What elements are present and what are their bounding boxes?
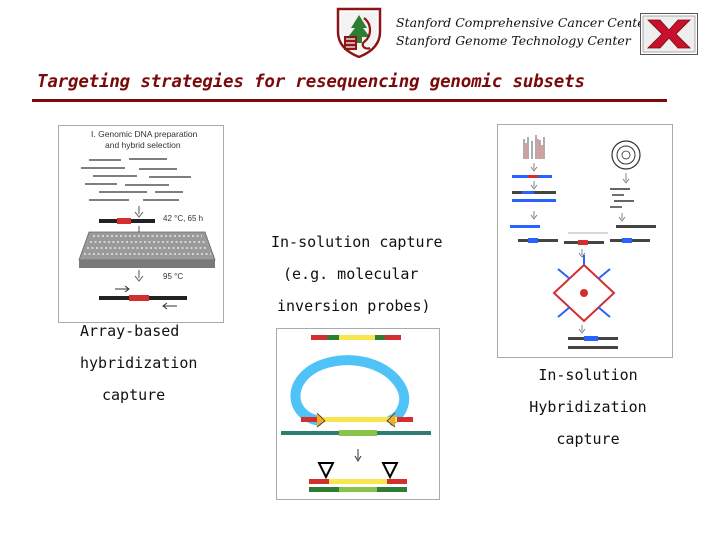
array-temp-2: 95 °C	[163, 272, 184, 281]
mip-figure	[276, 328, 440, 500]
title-divider	[32, 99, 667, 102]
hyb-label-line-3: capture	[556, 430, 620, 448]
array-label: Array-based hybridization capture	[80, 321, 198, 405]
array-heading-line-1: I. Genomic DNA preparation	[91, 129, 198, 139]
array-label-line-2: hybridization	[80, 354, 198, 372]
slide-title: Targeting strategies for resequencing ge…	[37, 72, 585, 92]
shield-icon	[336, 7, 382, 59]
mip-label-line-2: (e.g. molecular	[283, 265, 419, 283]
array-capture-diagram	[78, 158, 216, 310]
hyb-label: In-solution Hybridization capture	[528, 365, 648, 449]
solution-hyb-diagram	[510, 135, 656, 349]
mip-label: In-solution capture (e.g. molecular inve…	[269, 232, 445, 316]
x-logo	[640, 13, 698, 55]
array-heading-line-2: and hybrid selection	[105, 140, 181, 150]
array-label-line-1: Array-based	[80, 322, 180, 340]
array-capture-figure: I. Genomic DNA preparation and hybrid se…	[58, 125, 224, 323]
stanford-shield-logo	[334, 6, 384, 59]
mip-diagram	[281, 335, 431, 492]
array-figure-heading: I. Genomic DNA preparation and hybrid se…	[91, 129, 197, 151]
x-mark-icon	[640, 13, 698, 55]
hyb-label-line-2: Hybridization	[529, 398, 647, 416]
array-label-line-3: capture	[102, 386, 166, 404]
header-line-1: Stanford Comprehensive Cancer Center	[396, 15, 651, 30]
solution-hyb-figure	[497, 124, 673, 358]
mip-label-line-3: inversion probes)	[277, 297, 431, 315]
institution-header: Stanford Comprehensive Cancer Center Sta…	[396, 14, 651, 50]
mip-label-line-1: In-solution capture	[269, 232, 445, 252]
header-line-2: Stanford Genome Technology Center	[396, 33, 631, 48]
array-temp-1: 42 °C, 65 h	[163, 214, 204, 223]
hyb-label-line-1: In-solution	[538, 366, 638, 384]
